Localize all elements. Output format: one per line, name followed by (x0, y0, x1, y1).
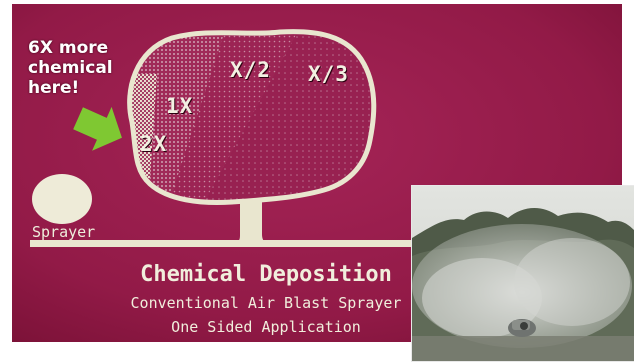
diagram-slide: 6X more chemical here! 2X 1X X/2 X/3 Spr… (12, 4, 622, 342)
zone-label-right: X/3 (308, 62, 349, 86)
tree-crown-outline (127, 29, 377, 205)
spray-photo (411, 185, 634, 362)
tree-trunk (228, 200, 274, 246)
callout-arrow-icon (73, 106, 122, 151)
zone-label-center: X/2 (230, 58, 271, 82)
ground-line (30, 240, 430, 247)
caption-subtitle-2: One Sided Application (171, 318, 361, 336)
caption-title: Chemical Deposition (140, 262, 392, 287)
sprayer-shape (32, 174, 92, 224)
callout-line-1: 6X more (28, 38, 109, 58)
callout-line-2: chemical (28, 58, 113, 78)
diagram-canvas (12, 4, 622, 342)
caption-subtitle-1: Conventional Air Blast Sprayer (130, 294, 402, 312)
zone-label-left-outer: 2X (140, 132, 168, 156)
zone-label-left-inner: 1X (166, 94, 194, 118)
sprayer-label: Sprayer (32, 223, 96, 241)
spray-photo-image (412, 186, 634, 361)
callout-text: 6X more chemical here! (28, 38, 113, 98)
callout-line-3: here! (28, 78, 80, 98)
